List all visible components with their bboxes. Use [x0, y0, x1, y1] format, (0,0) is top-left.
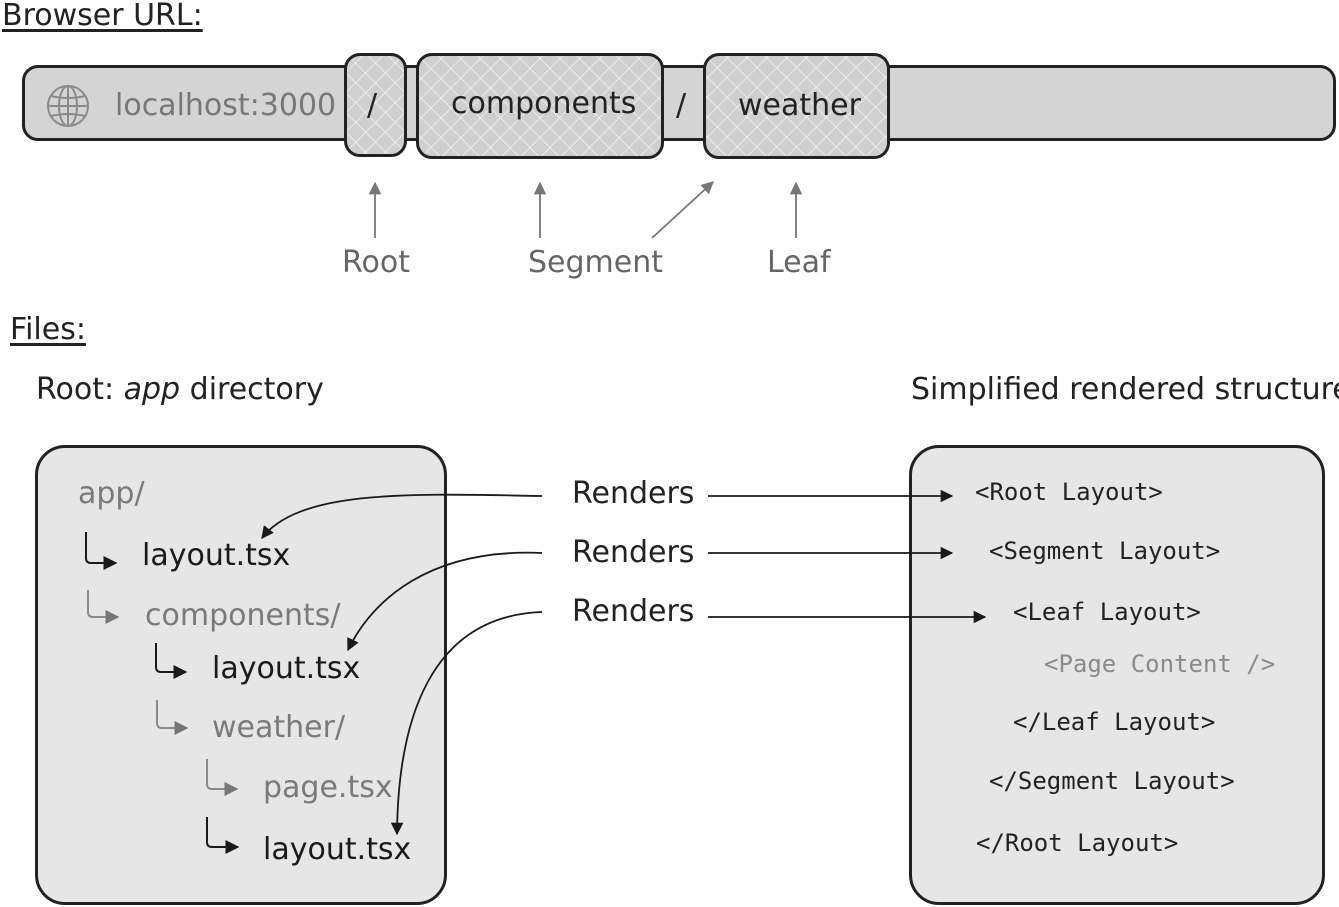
segment-diagonal-arrow: [651, 181, 714, 239]
tree-item-app: app/: [78, 476, 145, 511]
tree-connector-leaf-layout: [206, 817, 240, 854]
url-weather-segment: [703, 53, 890, 159]
url-root-segment: [344, 53, 407, 157]
renders-curve-segment: [347, 551, 543, 652]
tree-item-segment-layout: layout.tsx: [212, 651, 361, 686]
structure-leaf-close: </Leaf Layout>: [1013, 708, 1216, 736]
structure-segment-open: <Segment Layout>: [989, 537, 1221, 565]
renders-label-segment: Renders: [572, 535, 695, 570]
structure-root-open: <Root Layout>: [975, 478, 1163, 506]
url-components-segment: [416, 53, 664, 159]
browser-url-heading: Browser URL:: [2, 0, 203, 33]
url-components-text: components: [451, 86, 637, 121]
tree-item-components: components/: [145, 598, 341, 633]
renders-label-root: Renders: [572, 476, 695, 511]
url-bar[interactable]: [22, 65, 1336, 141]
renders-curve-leaf: [390, 611, 543, 836]
left-caption-suffix: directory: [180, 372, 324, 407]
tree-connector-root-layout: [85, 532, 118, 570]
url-host: localhost:3000: [115, 88, 337, 123]
structure-panel: [909, 445, 1325, 905]
tree-item-root-layout: layout.tsx: [142, 538, 291, 573]
tree-connector-segment-layout: [155, 643, 188, 679]
right-caption: Simplified rendered structure: [911, 372, 1339, 407]
structure-leaf-open: <Leaf Layout>: [1013, 598, 1201, 626]
renders-curve-root: [261, 493, 543, 540]
url-separator: /: [676, 88, 687, 123]
tree-connector-components: [87, 590, 120, 624]
structure-page-content: <Page Content />: [1044, 650, 1276, 678]
left-caption-prefix: Root:: [36, 372, 124, 407]
left-caption: Root: app directory: [36, 372, 324, 407]
renders-label-leaf: Renders: [572, 594, 695, 629]
segment-pointer-label: Segment: [528, 245, 663, 280]
structure-segment-close: </Segment Layout>: [989, 767, 1235, 795]
leaf-pointer-label: Leaf: [767, 245, 831, 280]
left-caption-app: app: [123, 372, 181, 407]
url-root-slash: /: [367, 88, 378, 123]
tree-item-leaf-layout: layout.tsx: [263, 832, 412, 867]
tree-item-page: page.tsx: [263, 770, 393, 805]
globe-icon: [44, 82, 92, 130]
root-pointer-label: Root: [342, 245, 410, 280]
tree-connector-page: [206, 759, 239, 796]
files-heading: Files:: [10, 312, 86, 347]
file-tree-panel: [35, 445, 447, 905]
tree-item-weather: weather/: [212, 710, 346, 745]
url-weather-text: weather: [738, 88, 861, 123]
tree-connector-weather: [156, 700, 189, 735]
structure-root-close: </Root Layout>: [976, 829, 1179, 857]
